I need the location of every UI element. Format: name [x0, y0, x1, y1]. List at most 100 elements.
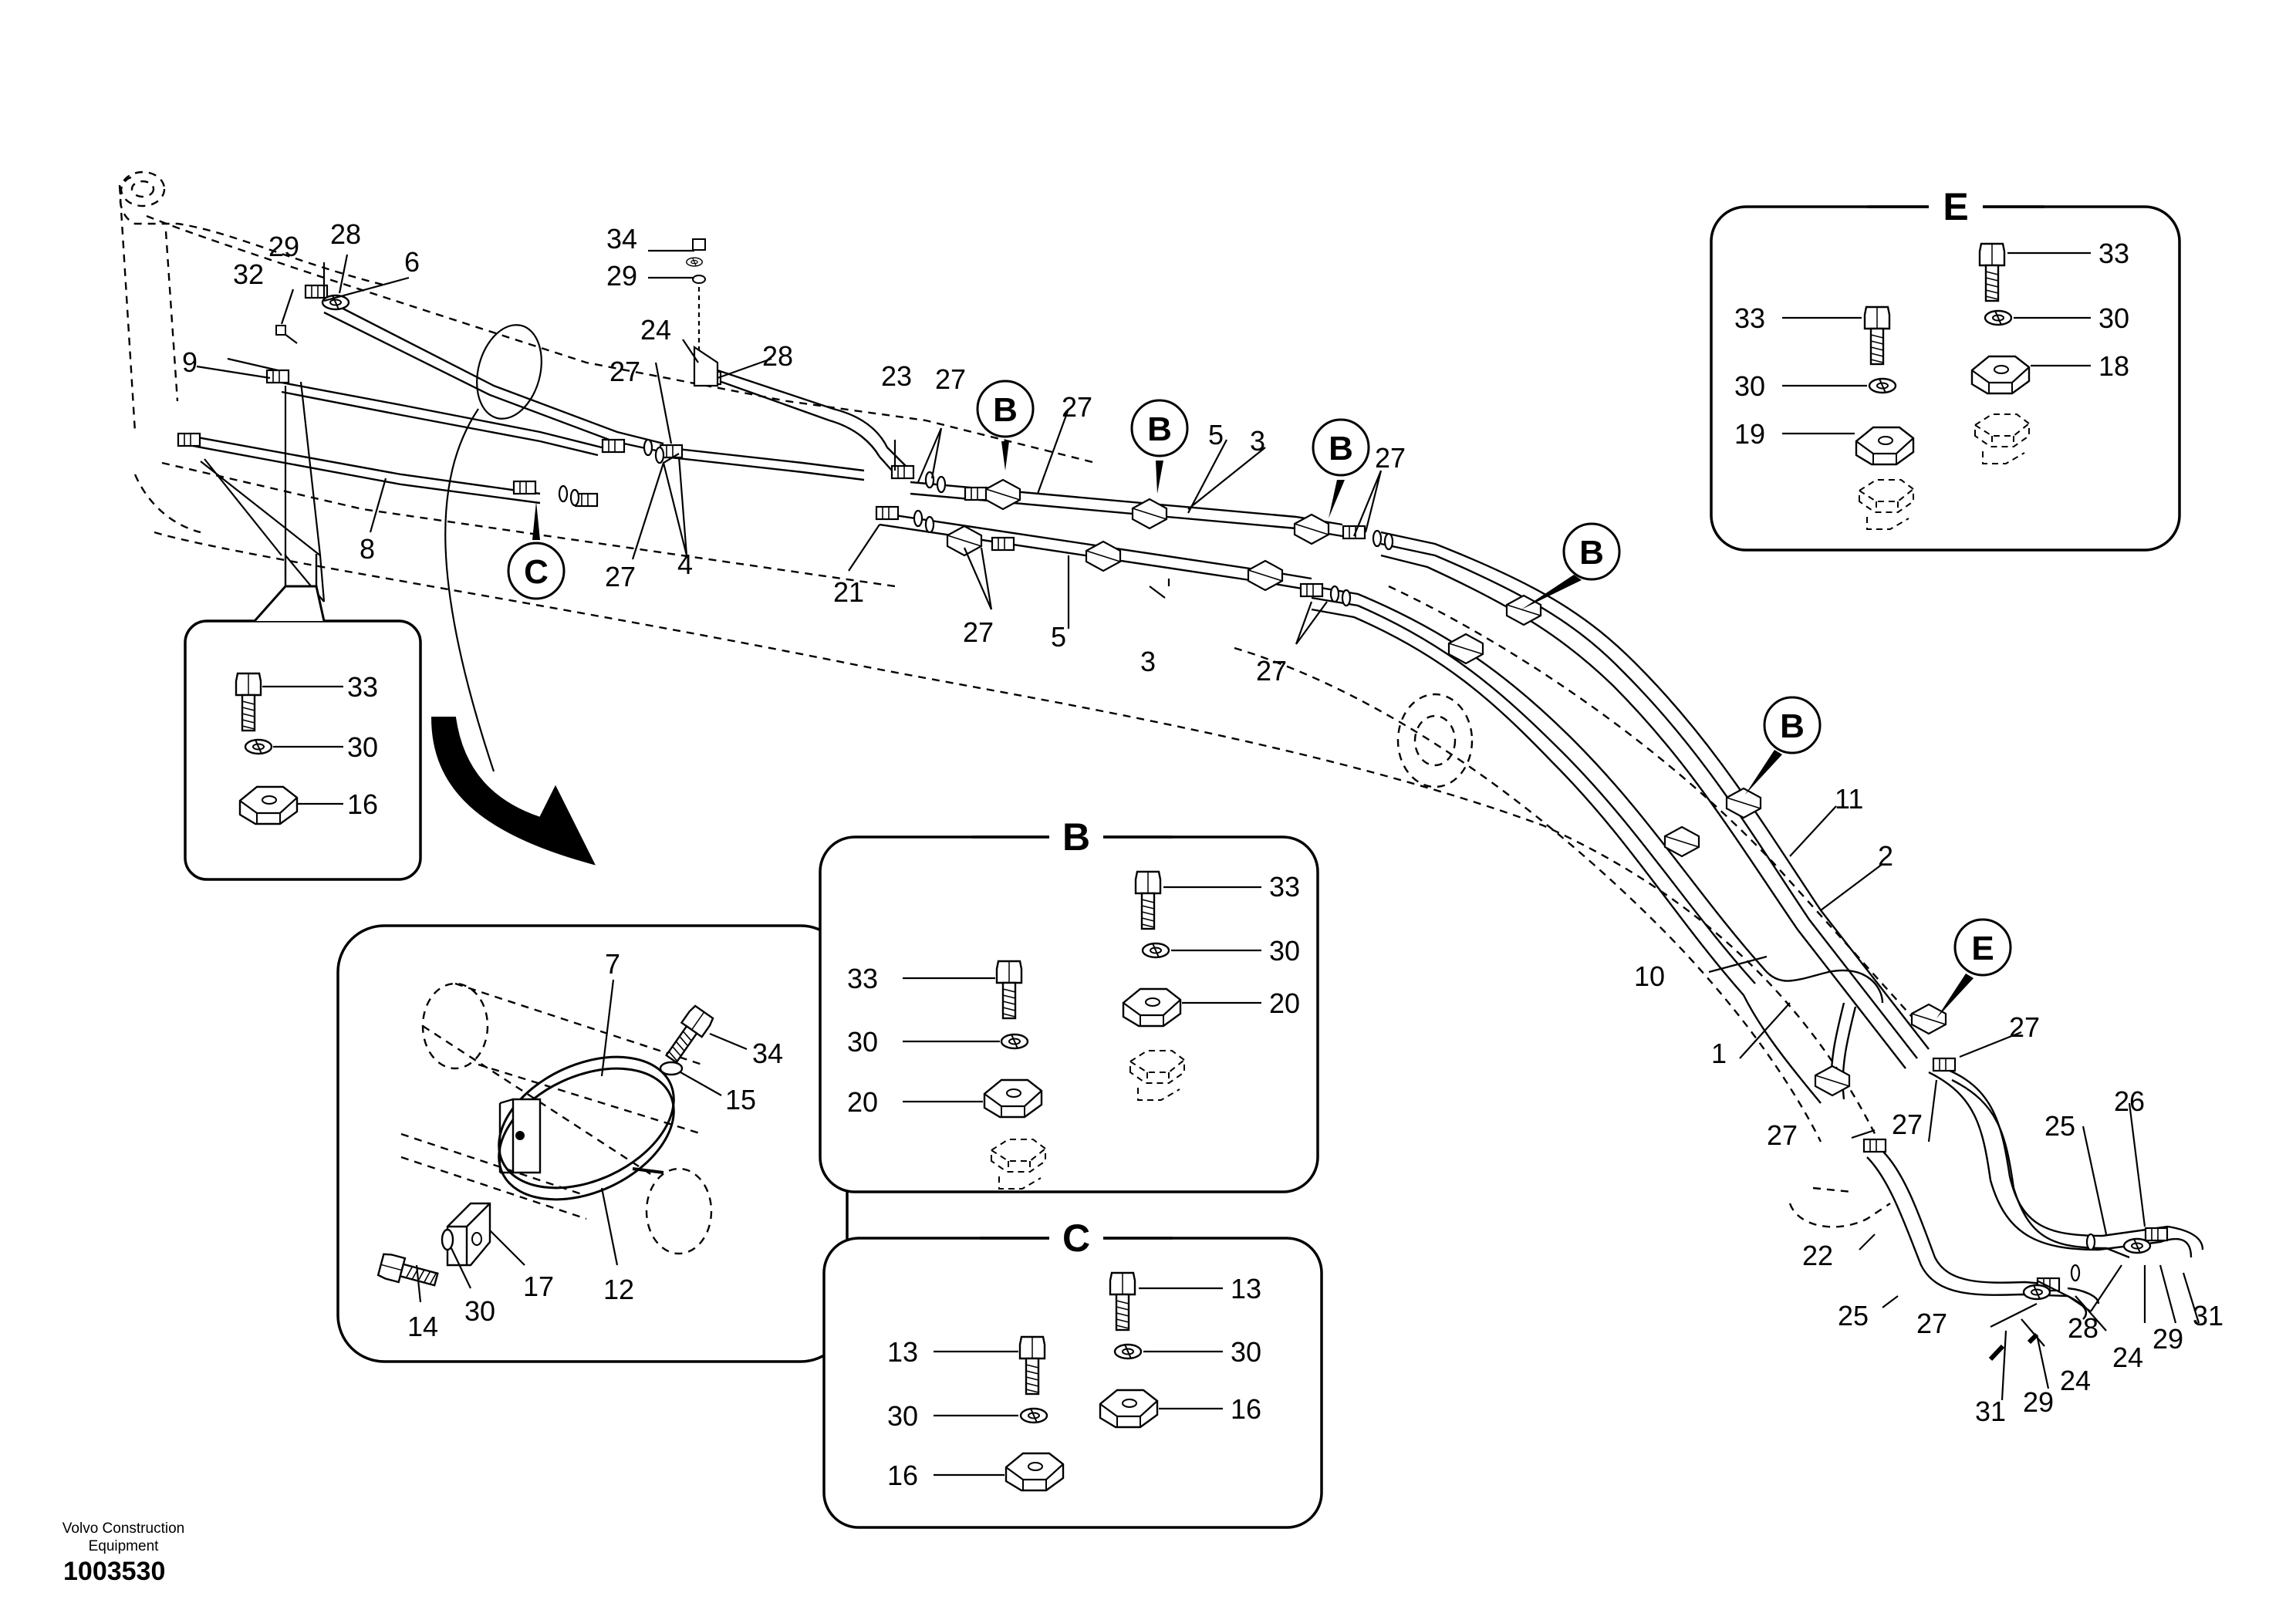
callout-33-e1: 33 [2098, 238, 2129, 269]
callout-33-e2: 33 [1734, 302, 1765, 334]
svg-text:B: B [993, 391, 1018, 429]
callout-27-h: 27 [2009, 1011, 2040, 1043]
callout-27-f: 27 [1375, 442, 1406, 474]
callout-29-c: 29 [2023, 1386, 2054, 1418]
callout-27-a: 27 [609, 356, 640, 387]
callout-25-b: 25 [1838, 1300, 1869, 1331]
callout-27-i: 27 [1767, 1119, 1798, 1151]
callout-27-d: 27 [1062, 391, 1092, 423]
washer-icon [1984, 309, 2013, 326]
callout-33-p1: 33 [347, 671, 378, 703]
main-callouts: 28 29 32 6 9 8 34 29 24 28 27 27 4 23 27… [182, 218, 2223, 1427]
callout-30-ring: 30 [464, 1295, 495, 1327]
hoses-lower-right [1866, 1067, 2204, 1320]
callout-27-g: 27 [1256, 655, 1287, 687]
callout-24-top: 24 [640, 314, 671, 346]
washer-icon [1000, 1033, 1029, 1050]
panel-c-header: C [1062, 1217, 1090, 1260]
callout-11: 11 [1835, 783, 1863, 815]
washer-icon [1868, 377, 1897, 394]
callout-30-b1: 30 [1269, 935, 1300, 967]
callout-17: 17 [523, 1271, 554, 1302]
detail-panel-e: E 33 30 18 33 30 19 [1710, 185, 2181, 552]
callout-9: 9 [182, 346, 198, 378]
brand-line-2: Equipment [88, 1538, 159, 1554]
callout-15: 15 [725, 1084, 756, 1115]
callout-19-e2: 19 [1734, 418, 1765, 450]
callout-30-c2: 30 [887, 1400, 918, 1432]
washer-icon [244, 738, 273, 755]
boom-outline [118, 170, 1914, 1228]
callout-20-b1: 20 [1269, 987, 1300, 1019]
callout-7: 7 [605, 948, 620, 980]
callout-5-a: 5 [1051, 621, 1066, 653]
callout-27-j: 27 [1892, 1109, 1923, 1140]
svg-text:E: E [1971, 930, 1994, 967]
callout-3-b: 3 [1250, 425, 1265, 457]
detail-panel-ring-clamp: 7 34 15 12 17 30 14 [336, 924, 849, 1363]
view-marker-e: E [1936, 918, 2012, 1018]
callout-27-e: 27 [963, 616, 994, 648]
callout-29-b: 29 [2152, 1323, 2183, 1355]
detail-lens [430, 324, 596, 866]
callout-34-top: 34 [606, 223, 637, 255]
callout-13-c1: 13 [1231, 1273, 1261, 1304]
callout-6: 6 [404, 246, 420, 278]
callout-30-e2: 30 [1734, 370, 1765, 402]
callout-3-a: 3 [1140, 646, 1156, 677]
callout-29: 29 [268, 231, 299, 262]
callout-30-b2: 30 [847, 1026, 878, 1058]
callout-16-c2: 16 [887, 1460, 918, 1491]
callout-34: 34 [752, 1038, 783, 1069]
washer-icon [1113, 1343, 1143, 1360]
view-marker-b-1: B [976, 380, 1035, 471]
top-left-hardware [275, 238, 719, 387]
svg-text:C: C [524, 553, 549, 591]
pipe-runs-boom [1311, 531, 1930, 1104]
callout-14: 14 [407, 1311, 438, 1342]
callout-27-b: 27 [605, 561, 636, 592]
callout-31-c: 31 [1975, 1396, 2006, 1427]
panel-e-header: E [1943, 185, 1968, 228]
brand-label: Volvo Construction Equipment [31, 1520, 216, 1555]
callout-4: 4 [677, 548, 693, 580]
detail-panel-clamp16: 33 30 16 [184, 554, 422, 881]
callout-5-b: 5 [1208, 419, 1224, 451]
washer-icon [1141, 942, 1170, 959]
detail-panel-c: C 13 30 16 13 30 16 [822, 1217, 1323, 1529]
svg-text:B: B [1147, 410, 1172, 448]
callout-20-b2: 20 [847, 1086, 878, 1118]
callout-25-a: 25 [2044, 1110, 2075, 1142]
callout-28-top: 28 [762, 340, 793, 372]
callout-24-b: 24 [2112, 1342, 2143, 1373]
callout-33-b2: 33 [847, 963, 878, 994]
callout-1: 1 [1711, 1038, 1727, 1069]
callout-21: 21 [833, 576, 864, 608]
callout-33-b1: 33 [1269, 871, 1300, 903]
view-marker-b-4: B [1521, 522, 1621, 609]
callout-27-k: 27 [1916, 1308, 1947, 1339]
callout-8: 8 [360, 533, 375, 565]
callout-10: 10 [1634, 960, 1665, 992]
brand-line-1: Volvo Construction [62, 1520, 185, 1537]
detail-panel-b: B 33 30 20 33 30 20 [819, 815, 1319, 1193]
callout-23: 23 [881, 360, 912, 392]
washer-icon [1019, 1407, 1048, 1424]
callout-16-p1: 16 [347, 788, 378, 820]
callout-13-c2: 13 [887, 1336, 918, 1368]
callout-16-c1: 16 [1231, 1393, 1261, 1425]
callout-26: 26 [2114, 1085, 2145, 1117]
callout-30-p1: 30 [347, 731, 378, 763]
view-marker-b-3: B [1312, 418, 1370, 518]
panel-b-header: B [1062, 815, 1090, 859]
callout-24-c: 24 [2060, 1365, 2091, 1396]
callout-32: 32 [233, 258, 264, 290]
callout-31-b: 31 [2193, 1300, 2223, 1331]
callout-28: 28 [330, 218, 361, 250]
callout-2: 2 [1878, 840, 1893, 872]
callout-22: 22 [1802, 1240, 1833, 1271]
view-markers: B B B B B C E [507, 380, 2012, 1018]
document-number: 1003530 [63, 1557, 166, 1586]
callout-30-e1: 30 [2098, 302, 2129, 334]
